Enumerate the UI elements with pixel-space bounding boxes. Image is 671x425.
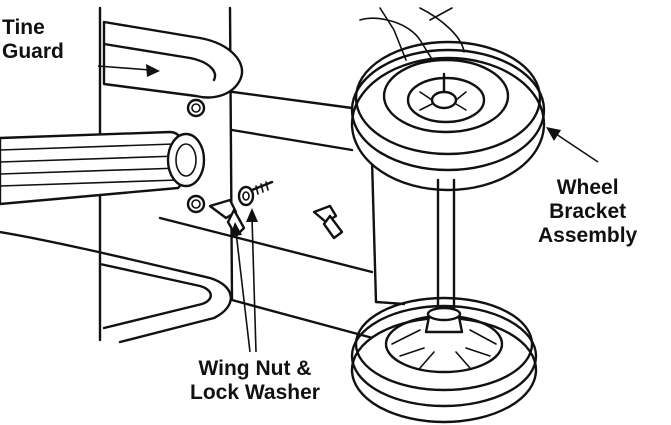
- wing-nut-label: Wing Nut & Lock Washer: [190, 357, 320, 405]
- tine-guard: [102, 20, 244, 99]
- tine-guard-label: Tine Guard: [2, 16, 64, 64]
- tine-guard-label-line-2: Guard: [2, 40, 64, 63]
- wheel-bracket-label-line-2: Bracket: [549, 200, 627, 223]
- callout-arrows: [97, 64, 599, 353]
- lower-wheel: [350, 296, 538, 424]
- tine-guard-label-line-1: Tine: [2, 16, 45, 39]
- wing-nut-right: [312, 204, 344, 240]
- wing-nut-left: [208, 180, 274, 238]
- lower-tine-guard: [0, 230, 232, 344]
- wheel-bracket-label: Wheel Bracket Assembly: [538, 176, 637, 248]
- wing-nut-label-line-2: Lock Washer: [190, 381, 320, 404]
- frame-bolts: [186, 98, 206, 214]
- upper-wheel: [350, 40, 546, 192]
- wheel-bracket-label-line-1: Wheel: [556, 176, 619, 199]
- wing-nut-label-line-1: Wing Nut &: [198, 357, 312, 380]
- drive-shaft: [0, 130, 206, 206]
- wheel-bracket-label-line-3: Assembly: [538, 224, 638, 247]
- axle: [436, 178, 456, 314]
